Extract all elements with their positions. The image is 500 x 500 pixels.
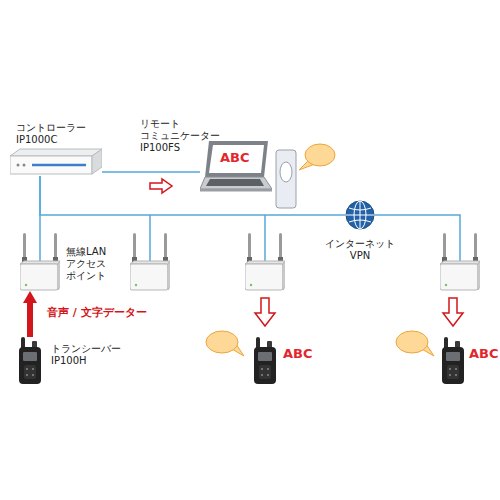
node-label: インターネット VPN: [315, 238, 405, 262]
internet-globe-shape: [345, 200, 375, 230]
speech-bubble: [206, 331, 238, 353]
access-point-symbol: [440, 233, 480, 290]
internet-globe: インターネット VPN: [345, 200, 375, 230]
access-point-box-shape: [20, 262, 60, 291]
hollow-arrow: [443, 298, 463, 326]
router-symbol: [10, 149, 102, 174]
node-label: ABC: [283, 346, 323, 361]
radio-symbol: [442, 337, 464, 384]
transceiver-box: ABC: [252, 337, 278, 385]
access-point-box: 無線LAN アクセス ポイント: [20, 262, 60, 291]
hollow-arrow: [255, 298, 275, 326]
headset-device: [276, 150, 296, 208]
network-wire: [264, 215, 266, 262]
laptop-box: リモート コミュニケーター IP100FSABC: [200, 140, 272, 192]
hollow-arrow: [150, 179, 463, 326]
node-label: 無線LAN アクセス ポイント: [66, 246, 112, 282]
globe-symbol: [346, 201, 374, 229]
transceiver-box-shape: [252, 337, 278, 385]
node-label: ABC: [469, 346, 500, 361]
access-point-symbol: [245, 233, 285, 290]
transceiver-box: ABC: [440, 337, 466, 385]
hollow-arrow: [150, 179, 172, 193]
network-wire: [40, 176, 345, 215]
laptop-box-shape: [200, 140, 272, 192]
headset-device: [276, 150, 296, 208]
speech-bubble: [396, 331, 428, 353]
network-wire: [149, 215, 151, 262]
radio-symbol: [19, 337, 41, 384]
node-label: リモート コミュニケーター IP100FS: [140, 118, 222, 154]
network-wire: [150, 215, 460, 262]
radio-symbol: [254, 337, 276, 384]
transceiver-box-shape: [17, 337, 43, 385]
controller-box-shape: [10, 148, 102, 176]
speech-bubble: [305, 144, 335, 166]
headset-device: [280, 162, 292, 182]
node-label: ABC: [220, 150, 260, 165]
node-label: コントローラー IP1000C: [16, 122, 106, 146]
transceiver-box: トランシーバー IP100H: [17, 337, 43, 385]
data-arrow: [27, 303, 33, 337]
network-wire: [39, 176, 41, 262]
ap-symbol: [20, 233, 60, 290]
controller-box: コントローラー IP1000C: [10, 148, 102, 176]
transceiver-box-shape: [440, 337, 466, 385]
access-point-symbol: [130, 233, 170, 290]
edge-label: 音声 / 文字データー: [47, 306, 147, 319]
node-label: トランシーバー IP100H: [51, 343, 133, 367]
network-wire: [102, 171, 200, 173]
laptop-symbol: [200, 141, 272, 192]
